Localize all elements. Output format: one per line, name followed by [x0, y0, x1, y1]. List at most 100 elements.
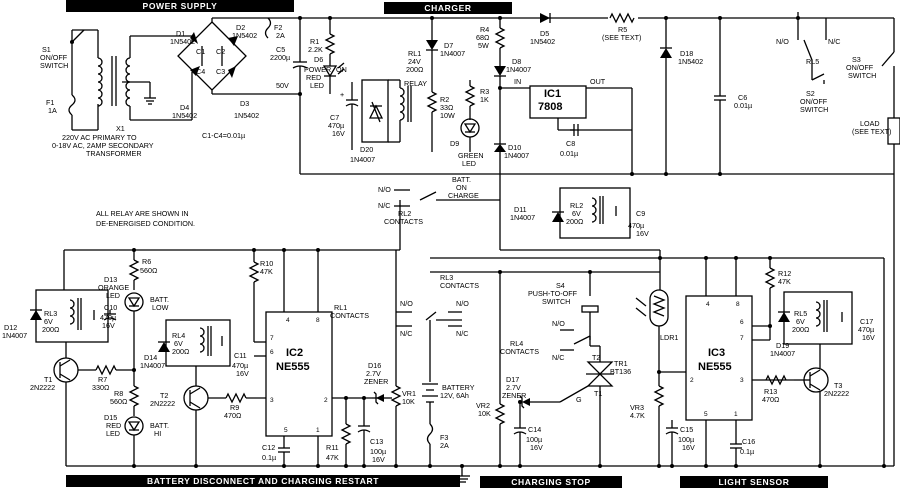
label-f2-value: 2A	[276, 31, 285, 40]
capacitor-c7	[345, 82, 359, 150]
label-s3-onoff: ON/OFF	[846, 63, 874, 72]
label-r9: R9	[230, 403, 239, 412]
label-c6: C6	[738, 93, 747, 102]
label-c11-value: 470µ	[232, 361, 248, 370]
label-d9-led: LED	[462, 159, 476, 168]
label-rl4-nc: N/C	[552, 353, 564, 362]
label-r11: R11	[326, 443, 339, 452]
label-d10-part: 1N4007	[504, 151, 529, 160]
label-r4-value: 68Ω	[476, 33, 490, 42]
label-batt-hi: BATT.	[150, 421, 169, 430]
label-r8: R8	[114, 389, 123, 398]
capacitor-c14	[513, 402, 527, 466]
label-c7-value: 470µ	[328, 121, 344, 130]
label-t2-part: 2N2222	[150, 399, 175, 408]
label-rl4-voltage: 6V	[174, 339, 183, 348]
label-rl5-ohm: 200Ω	[792, 325, 810, 334]
label-c17: C17	[860, 317, 873, 326]
label-r8-value: 560Ω	[110, 397, 128, 406]
label-s4-switch: SWITCH	[542, 297, 570, 306]
label-d3-part: 1N5402	[234, 111, 259, 120]
led-d6-power	[322, 62, 345, 94]
diode-d5	[540, 13, 551, 23]
capacitor-c10	[103, 310, 117, 321]
label-d13-orange: ORANGE	[98, 283, 129, 292]
label-d6-power: POWER	[304, 65, 331, 74]
label-c7-voltage: 16V	[332, 129, 345, 138]
label-r7-value: 330Ω	[92, 383, 110, 392]
label-s1: S1	[42, 45, 51, 54]
label-d19-part: 1N4007	[770, 349, 795, 358]
label-d1-part: 1N5402	[170, 37, 195, 46]
rl1-rl3-contacts	[396, 311, 462, 382]
label-vr1: VR1	[402, 389, 416, 398]
label-rl2-contacts-text: CONTACTS	[384, 217, 423, 226]
capacitor-c12	[278, 447, 290, 466]
relay-coil-rl5	[778, 291, 853, 345]
label-d20-part: 1N4007	[350, 155, 375, 164]
ic1-in: IN	[514, 77, 521, 86]
note-relay-1: ALL RELAY ARE SHOWN IN	[96, 209, 189, 218]
capacitor-c8	[570, 124, 579, 136]
label-c5-value: 2200µ	[270, 53, 290, 62]
label-d17-voltage: 2.7V	[506, 383, 521, 392]
potentiometer-vr3	[653, 372, 665, 466]
label-d20: D20	[360, 145, 373, 154]
label-d14-part: 1N4007	[140, 361, 165, 370]
potentiometer-vr1	[384, 250, 402, 466]
label-d14: D14	[144, 353, 157, 362]
label-rl5-nc: N/C	[828, 37, 840, 46]
label-d6-led: LED	[310, 81, 324, 90]
label-d17-zener: ZENER	[502, 391, 526, 400]
label-d2-part: 1N5402	[232, 31, 257, 40]
label-d8: D8	[512, 57, 521, 66]
label-batt-on-on: ON	[456, 183, 467, 192]
led-d15-red	[124, 416, 144, 466]
switch-s4	[581, 272, 599, 340]
label-r2-watt: 10W	[440, 111, 455, 120]
label-rl3: RL3	[44, 309, 57, 318]
label-c6-value: 0.01µ	[734, 101, 752, 110]
label-s2: S2	[806, 89, 815, 98]
label-d7-part: 1N4007	[440, 49, 465, 58]
label-c11-voltage: 16V	[236, 369, 249, 378]
ground-symbol	[454, 466, 470, 483]
label-r9-value: 470Ω	[224, 411, 242, 420]
ic2-pin-7: 7	[270, 335, 274, 342]
fuse-f1	[68, 94, 99, 131]
label-rl5-no: N/O	[776, 37, 789, 46]
diode-d20	[361, 79, 389, 143]
label-r2: R2	[440, 95, 449, 104]
battery	[422, 383, 438, 424]
label-c14: C14	[528, 425, 541, 434]
fuse-f3	[426, 423, 434, 466]
label-batt-hi-text: HI	[154, 429, 161, 438]
resistor-r11	[340, 398, 352, 466]
note-transformer-1: 220V AC PRIMARY TO	[62, 133, 137, 142]
label-rl2-contacts: RL2	[398, 209, 411, 218]
ic2-part: NE555	[276, 361, 310, 373]
label-rl2-no: N/O	[378, 185, 391, 194]
label-batt-on: BATT.	[452, 175, 471, 184]
label-d12-part: 1N4007	[2, 331, 27, 340]
label-load-note: (SEE TEXT)	[852, 127, 891, 136]
label-d8-part: 1N4007	[506, 65, 531, 74]
label-x1: X1	[116, 124, 125, 133]
rl2-contacts	[394, 189, 500, 207]
label-vr3-value: 4.7K	[630, 411, 645, 420]
label-r12-value: 47K	[778, 277, 791, 286]
label-d6: D6	[314, 55, 323, 64]
relay-coil-rl1	[388, 79, 412, 143]
label-d4: D4	[180, 103, 189, 112]
header-power-supply-text: POWER SUPPLY	[143, 1, 218, 11]
led-d9-green	[460, 118, 480, 152]
fuse-f2	[264, 17, 272, 39]
ic3-pin-8: 8	[736, 301, 740, 308]
label-r4: R4	[480, 25, 489, 34]
label-triac-t2: T2	[592, 353, 600, 362]
capacitor-c13	[357, 398, 371, 466]
capacitor-c15	[665, 420, 679, 466]
label-d6-red: RED	[306, 73, 321, 82]
resistor-r8	[128, 380, 140, 416]
label-rl4-ohm: 200Ω	[172, 347, 190, 356]
